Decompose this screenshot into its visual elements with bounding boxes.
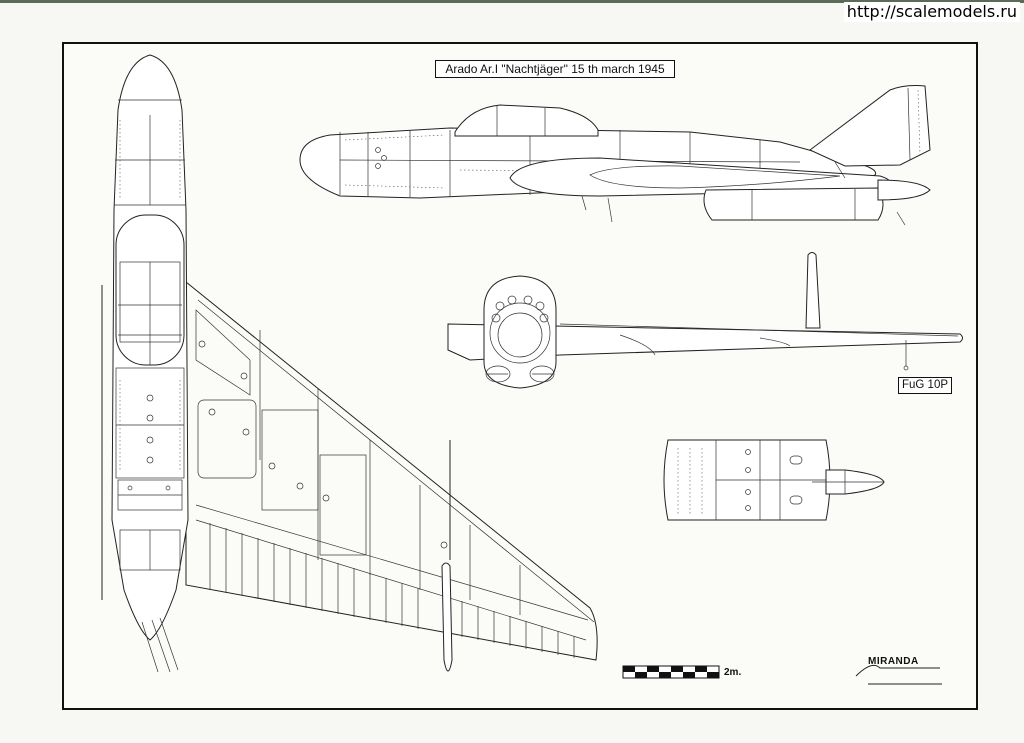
side-view-engine	[703, 187, 884, 221]
side-view-tail-fin	[809, 85, 931, 167]
signature-flourish	[855, 664, 942, 685]
plan-view-fin	[441, 562, 453, 672]
front-view-fin	[805, 252, 821, 329]
plan-view-flap-ribs	[209, 523, 575, 658]
plan-view	[101, 54, 598, 673]
front-view	[447, 252, 963, 389]
side-view	[299, 85, 931, 226]
front-view-fuselage	[483, 275, 557, 389]
drawing-title: Arado Ar.I "Nachtjäger" 15 th march 1945	[435, 60, 675, 78]
plan-view-wing	[185, 280, 598, 661]
fug-10p-callout: FuG 10P	[898, 377, 952, 394]
author-signature: MIRANDA	[868, 656, 919, 667]
scale-bar	[622, 665, 720, 679]
side-view-canopy	[454, 104, 599, 137]
top-edge-line	[0, 0, 1024, 3]
scale-label: 2m.	[724, 667, 742, 678]
watermark-url[interactable]: http://scalemodels.ru	[843, 2, 1020, 22]
engine-detail-view	[663, 439, 885, 521]
